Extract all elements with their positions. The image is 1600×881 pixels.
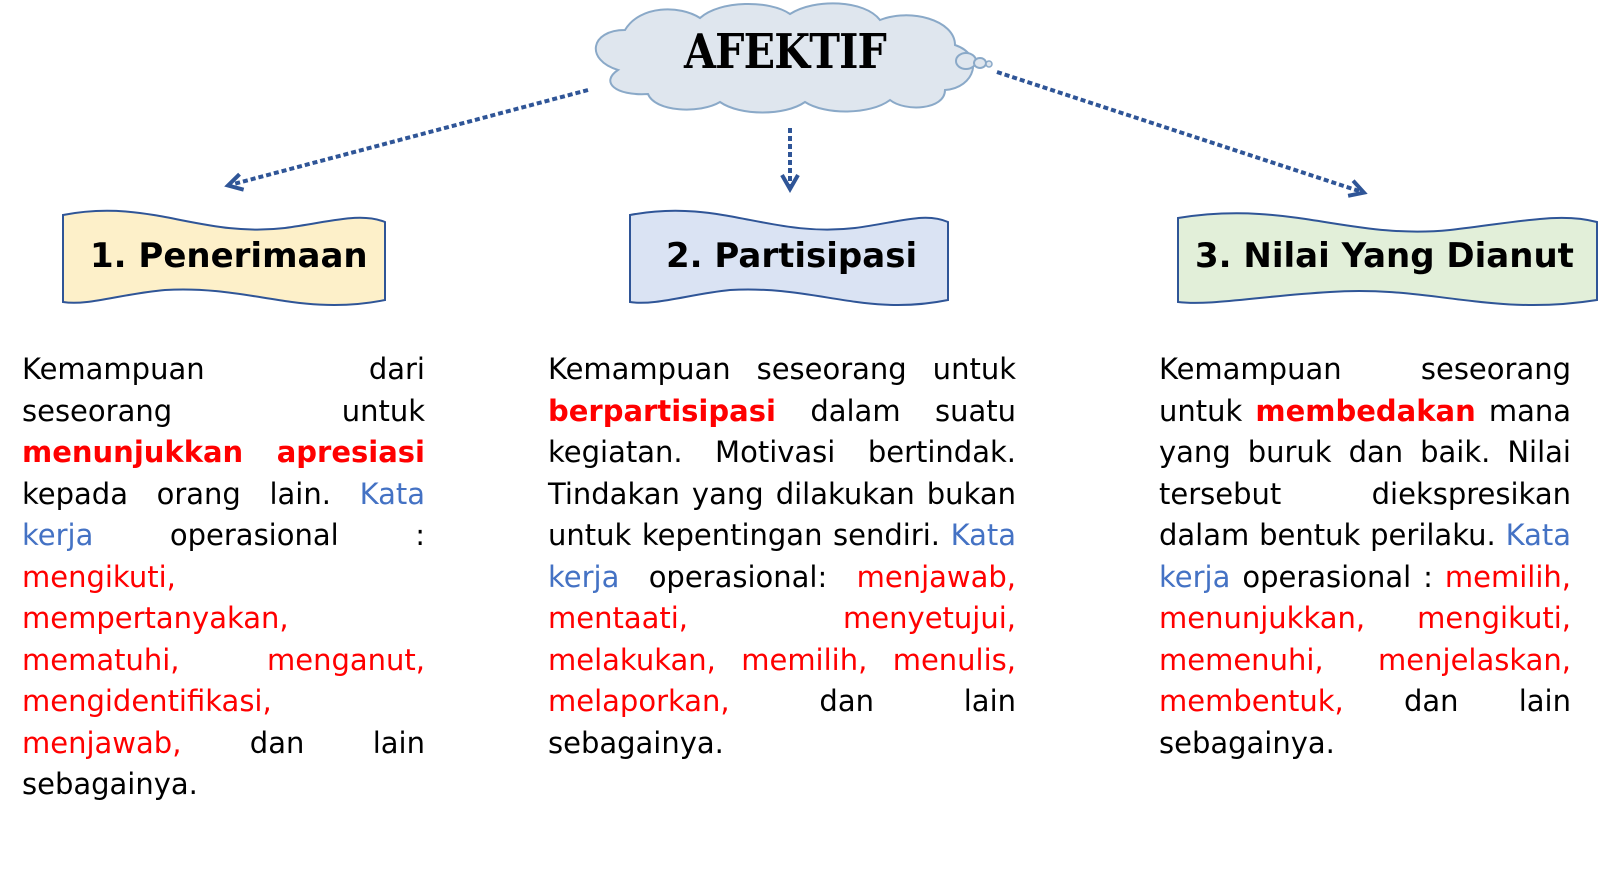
- description-partisipasi: Kemampuan seseorang untuk berpartisipasi…: [548, 349, 1016, 764]
- intro-text: Kemampuan dari seseorang untuk: [22, 352, 425, 428]
- body-text: kepada orang lain.: [22, 476, 331, 511]
- cloud-bubble-large: [955, 52, 977, 70]
- banner-penerimaan: [62, 209, 386, 306]
- description-nilai: Kemampuan seseorang untuk membedakan man…: [1159, 349, 1571, 764]
- operational-label: operasional:: [648, 559, 828, 594]
- arrow-to-penerimaan: [224, 88, 589, 192]
- operational-label: operasional :: [169, 518, 425, 552]
- description-penerimaan: Kemampuan dari seseorang untuk menunjukk…: [22, 349, 425, 806]
- cloud-bubble-small: [985, 60, 993, 68]
- verb-list: memilih, menunjukkan, mengikuti, memenuh…: [1159, 559, 1572, 719]
- intro-text: Kemampuan seseorang untuk: [548, 352, 1016, 386]
- root-cloud: [595, 2, 993, 114]
- keyword-label: Kata kerja: [1159, 518, 1571, 594]
- key-concept: menunjukkan apresiasi: [22, 435, 425, 469]
- keyword-label: Kata kerja: [22, 476, 426, 553]
- verb-list: menjawab, mentaati, menyetujui, melakuka…: [548, 559, 1017, 719]
- keyword-label: Kata kerja: [548, 518, 1016, 594]
- arrow-to-nilai: [996, 70, 1368, 198]
- operational-label: operasional :: [1242, 559, 1433, 594]
- body-text: dalam suatu kegiatan. Motivasi bertindak…: [548, 393, 1016, 553]
- verb-list: mengikuti, mempertanyakan, mematuhi, men…: [22, 559, 425, 760]
- outro-text: dan lain sebagainya.: [22, 725, 425, 802]
- banner-nilai: [1177, 212, 1598, 307]
- body-text: mana yang buruk dan baik. Nilai tersebut…: [1159, 393, 1572, 553]
- heading-partisipasi: 2. Partisipasi: [666, 236, 918, 276]
- outro-text: dan lain sebagainya.: [548, 684, 1017, 760]
- intro-text: Kemampuan seseorang untuk: [1159, 352, 1571, 428]
- key-concept: membedakan: [1255, 393, 1476, 428]
- heading-nilai: 3. Nilai Yang Dianut: [1195, 236, 1574, 276]
- cloud-bubble-medium: [973, 57, 987, 69]
- outro-text: dan lain sebagainya.: [1159, 684, 1571, 760]
- heading-penerimaan: 1. Penerimaan: [90, 236, 368, 276]
- root-title: AFEKTIF: [684, 24, 887, 80]
- banner-partisipasi: [629, 209, 949, 306]
- key-concept: berpartisipasi: [548, 393, 776, 428]
